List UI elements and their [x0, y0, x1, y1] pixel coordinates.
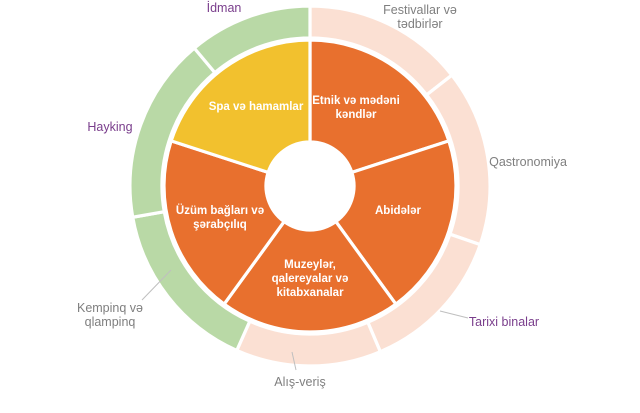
outer-label-idman: İdman: [207, 1, 242, 15]
inner-label-abid-l-r: Abidələr: [375, 205, 422, 217]
inner-ring: [162, 38, 458, 334]
outer-segment-idman: [192, 4, 312, 75]
outer-label-qastronomiya: Qastronomiya: [489, 155, 567, 169]
inner-segment-muzeyl-r-qalereyalar-v-kitabxanalar: [221, 219, 399, 334]
outer-label-al-s-veris: Alış-veriş: [274, 375, 325, 389]
center-hole: [266, 142, 354, 230]
outer-ring: [128, 4, 492, 368]
outer-label-tarixi-binalar: Tarixi binalar: [469, 315, 539, 329]
outer-label-hayking: Hayking: [87, 120, 132, 134]
leader-line: [439, 310, 469, 319]
leader-line: [141, 269, 172, 301]
leader-lines: [141, 269, 469, 371]
inner-label-spa-v-hamamlar: Spa və hamamlar: [209, 101, 304, 113]
leader-line: [291, 351, 297, 371]
inner-segment-uzum-baglar-v-s-rabc-l-q: [162, 138, 287, 307]
